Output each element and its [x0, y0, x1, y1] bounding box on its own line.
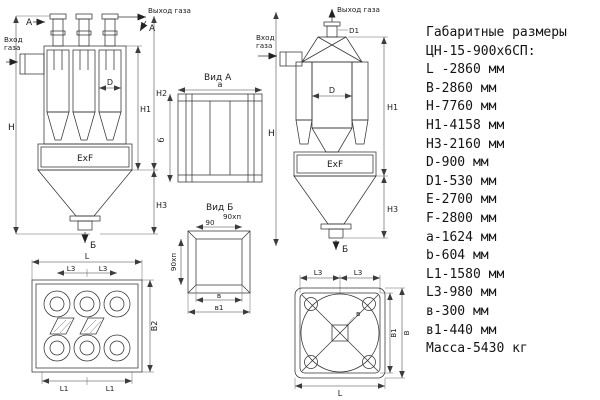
dim-label-d: D [329, 86, 335, 95]
gas-inlet-label-1: Вход [256, 33, 275, 42]
spec-line: L3-980 мм [426, 285, 497, 301]
dim-label-h2: H2 [156, 89, 167, 98]
dim-label-b-small: б [157, 137, 166, 142]
gas-inlet-label-2: газа [256, 41, 272, 50]
plan-view-left: L L3 L3 B2 L1 L1 [31, 252, 159, 393]
view-a-duct [177, 93, 263, 183]
dim-label-b1: B1 [389, 328, 398, 338]
dim-label-v: в [217, 291, 221, 300]
cyclone-drawing: А Вход газа Выход газа А H H1 H2 H3 D Ex… [4, 5, 411, 398]
dim-label-h1: H1 [387, 103, 398, 112]
gas-inlet-label-1: Вход [4, 35, 23, 44]
view-a-title: Вид А [204, 73, 232, 83]
duct-hatching [53, 319, 102, 334]
side-view: Выход газа D1 Вход газа D ExF Б [256, 5, 398, 255]
side-body [279, 51, 377, 239]
dim-label-h3: H3 [156, 201, 167, 210]
exf-label: ExF [327, 160, 343, 170]
dim-label-b: B [402, 330, 411, 335]
dim-label-v1: в1 [215, 303, 224, 312]
exf-label: ExF [77, 154, 93, 164]
plan-view-right: L3 L3 в B1 B L [294, 268, 411, 398]
view-b-title: Вид Б [206, 203, 233, 213]
front-dimensions [13, 15, 158, 235]
view-b-flange [187, 230, 251, 294]
gas-outlet-label: Выход газа [148, 6, 191, 15]
dim-label-h1: H1 [140, 105, 151, 114]
spec-line: в-300 мм [426, 303, 489, 319]
spec-line: L -2860 мм [426, 62, 505, 78]
outlet-pipes [49, 13, 119, 47]
specs-title: Габаритные размеры [426, 25, 567, 40]
spec-line: в1-440 мм [426, 322, 497, 338]
dim-label-b2: B2 [150, 321, 159, 332]
front-view: А Вход газа Выход газа А H H1 H2 H3 D Ex… [4, 6, 191, 251]
section-a-arrow-right [139, 20, 148, 32]
dim-label-l1a: L1 [60, 384, 69, 393]
bolt-count-top: 90хп [223, 212, 241, 221]
section-marker-a-right: А [149, 24, 156, 34]
spec-line: Н-7760 мм [426, 99, 497, 115]
section-marker-a-left: А [26, 18, 33, 28]
specs-model: ЦН-15-900х6СП: [426, 43, 536, 59]
collecting-box [37, 143, 133, 231]
plan-right-frame [294, 287, 386, 379]
dim-label-l: L [85, 252, 90, 261]
dim-label-l3b: L3 [99, 264, 108, 273]
view-b: Вид Б 90хп 90 90хп в в1 [169, 203, 251, 315]
bolt-count-left: 90хп [169, 253, 178, 271]
spec-line: Н1-4158 мм [426, 117, 505, 133]
side-dimensions [273, 12, 388, 246]
dim-label-90: 90 [205, 218, 215, 227]
spec-line: F-2800 мм [426, 210, 497, 226]
dim-label-d: D [107, 78, 113, 87]
spec-line: b-604 мм [426, 248, 489, 264]
dim-label-l1b: L1 [106, 384, 115, 393]
section-marker-b: Б [342, 245, 348, 255]
gas-inlet-label-2: газа [4, 43, 20, 52]
cyclone-body [19, 45, 127, 145]
dim-label-h: H [268, 129, 275, 139]
view-a: Вид А а б [157, 73, 263, 183]
dim-label-l: L [338, 389, 343, 398]
dim-label-l3a: L3 [314, 268, 323, 277]
gas-outlet-label: Выход газа [337, 5, 380, 14]
spec-line: Масса-5430 кг [426, 341, 528, 357]
section-marker-b: Б [90, 241, 96, 251]
spec-line: D-900 мм [426, 155, 489, 171]
dim-label-h3: H3 [387, 205, 398, 214]
spec-line: L1-1580 мм [426, 266, 505, 282]
plan-left-frame [31, 279, 143, 373]
spec-line: Н3-2160 мм [426, 136, 505, 152]
spec-line: D1-530 мм [426, 173, 497, 189]
dim-label-l3b: L3 [354, 268, 363, 277]
spec-line: а-1624 мм [426, 229, 497, 245]
spec-line: В-2860 мм [426, 80, 497, 96]
dim-label-a: а [218, 80, 223, 89]
specs-panel: Габаритные размеры ЦН-15-900х6СП: L -286… [426, 24, 567, 359]
dim-label-l3a: L3 [67, 264, 76, 273]
spec-line: Е-2700 мм [426, 192, 497, 208]
dim-label-d1: D1 [349, 26, 359, 35]
dim-label-h: H [8, 123, 15, 133]
dim-label-v: в [356, 309, 360, 318]
